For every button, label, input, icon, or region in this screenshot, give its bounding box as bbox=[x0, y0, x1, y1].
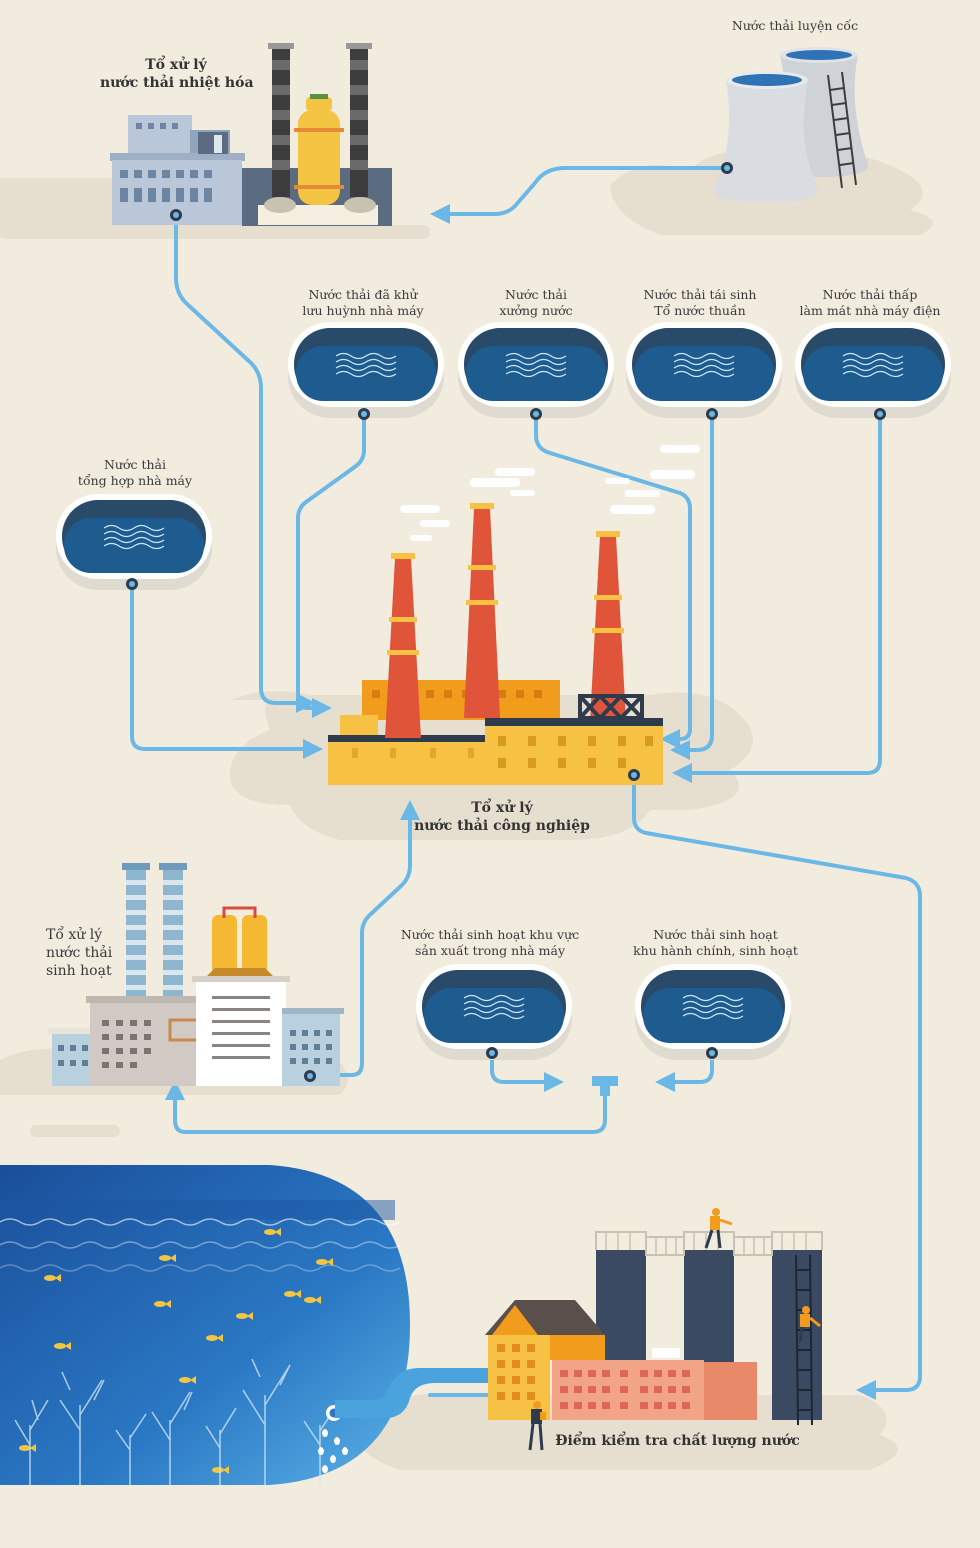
industrial-treatment-plant bbox=[328, 445, 700, 785]
coking-wastewater-label: Nước thải luyện cốc bbox=[731, 18, 859, 33]
tank-desulfur bbox=[288, 322, 444, 420]
cooling-tower-icon bbox=[714, 47, 868, 202]
worker-icon bbox=[528, 1208, 821, 1451]
tank-domestic-production bbox=[416, 964, 572, 1060]
ladder-icon bbox=[827, 71, 857, 189]
tank-general bbox=[56, 494, 212, 590]
thermal-treatment-plant bbox=[110, 43, 392, 226]
checkpoint-label: Điểm kiểm tra chất lượng nước bbox=[555, 1433, 800, 1449]
chimney-icon bbox=[385, 503, 626, 738]
smoke bbox=[400, 445, 700, 541]
tank-water-workshop bbox=[458, 322, 614, 420]
pipe-junction bbox=[592, 1076, 618, 1086]
pipes bbox=[130, 166, 922, 1400]
tank-cooling bbox=[795, 322, 951, 420]
domestic-treatment-plant bbox=[48, 863, 344, 1086]
pipe-junction-stem bbox=[600, 1086, 610, 1096]
checkpoint bbox=[485, 1208, 823, 1451]
tank-regenerate bbox=[626, 322, 782, 420]
ladder-icon bbox=[795, 1254, 813, 1426]
tank-domestic-admin bbox=[635, 964, 791, 1060]
outflow-pipe bbox=[335, 1368, 495, 1418]
sea bbox=[0, 1165, 410, 1485]
